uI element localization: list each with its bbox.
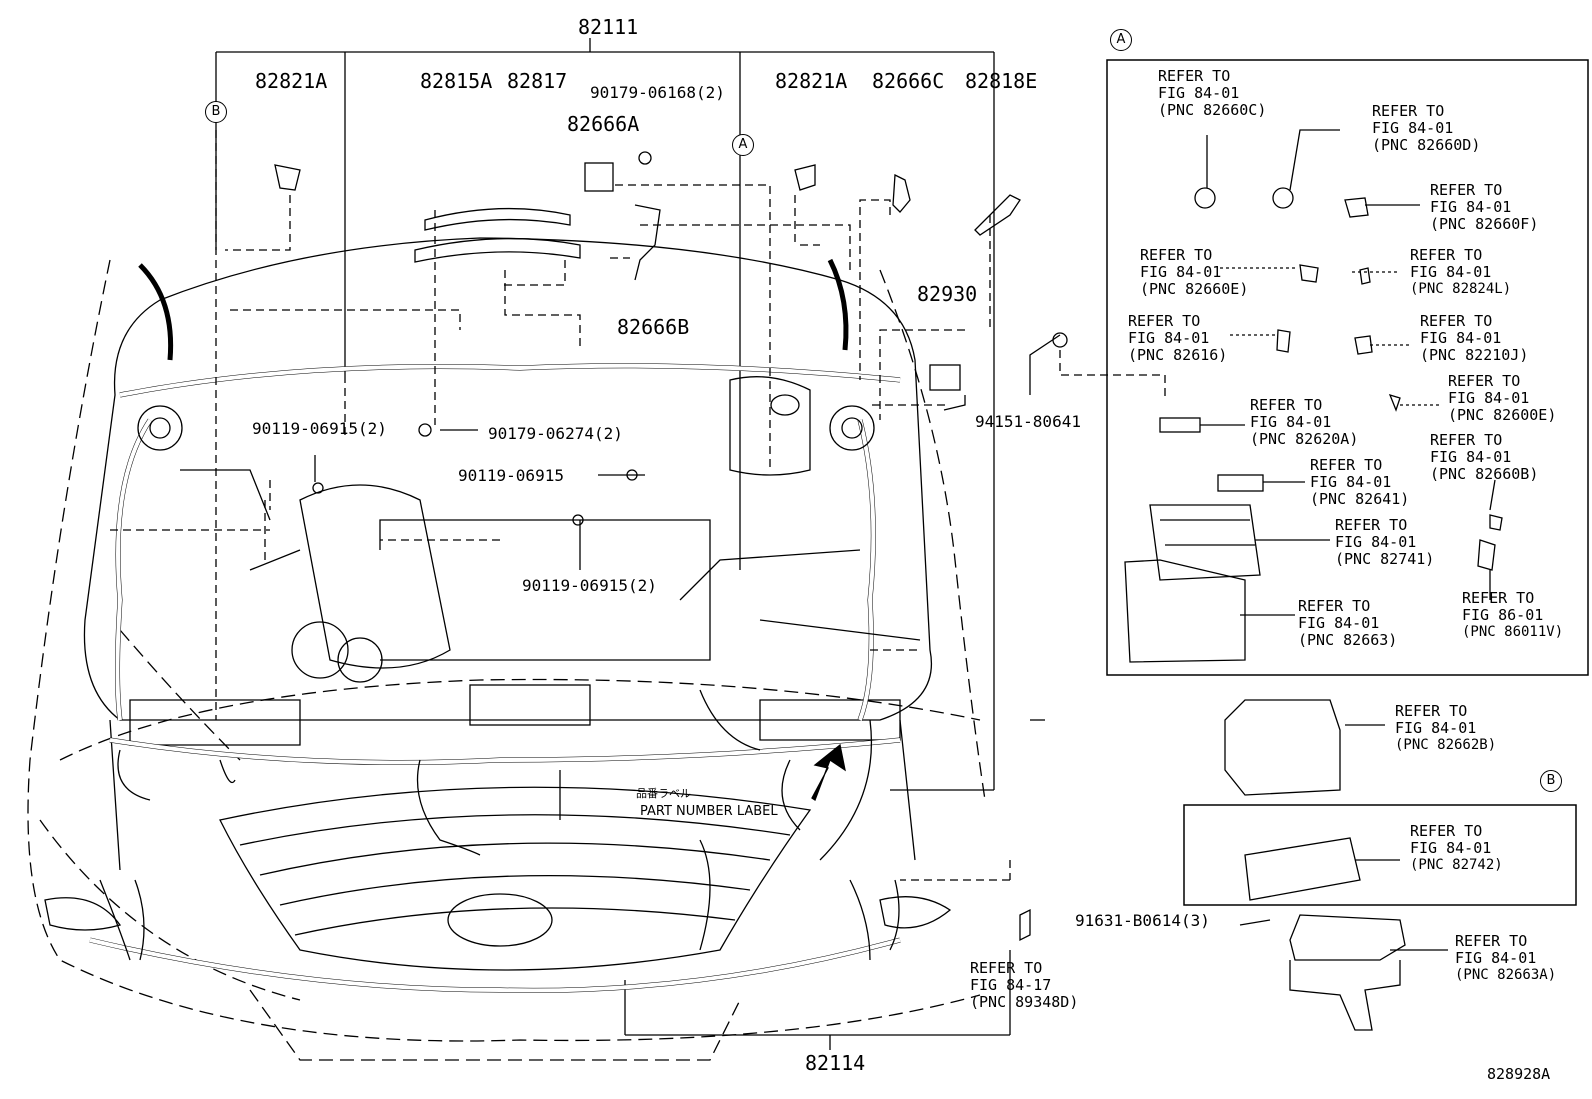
callout-90119-06915-2b: 90119-06915(2): [522, 576, 657, 595]
callout-82666C: 82666C: [872, 69, 945, 93]
callout-82666A: 82666A: [567, 112, 640, 136]
figure-code: 828928A: [1487, 1065, 1551, 1083]
callout-90179-06274: 90179-06274(2): [488, 424, 623, 443]
part-number-label-en: PART NUMBER LABEL: [640, 804, 778, 819]
callout-90119-06915: 90119-06915: [458, 466, 564, 485]
part-number-label-jp: 品番ラベル: [636, 787, 691, 800]
circle-marker-b: B: [205, 101, 227, 123]
callout-82818E: 82818E: [965, 69, 1038, 93]
callout-82817: 82817: [507, 69, 568, 93]
callout-82815A: 82815A: [420, 69, 493, 93]
front-ref: REFER TO FIG 84-17 (PNC 89348D): [970, 959, 1079, 1011]
callout-82666B: 82666B: [617, 315, 690, 339]
callout-90179-06168: 90179-06168(2): [590, 83, 725, 102]
callout-82821A-left: 82821A: [255, 69, 328, 93]
callout-94151-80641: 94151-80641: [975, 412, 1081, 431]
callout-82821A-right: 82821A: [775, 69, 848, 93]
panel-a-marker: A: [1110, 29, 1132, 51]
callout-82114: 82114: [805, 1051, 866, 1075]
callout-82111: 82111: [578, 15, 639, 39]
circle-marker-a: A: [732, 134, 754, 156]
panel-b-marker: B: [1540, 770, 1562, 792]
callout-90119-06915-2a: 90119-06915(2): [252, 419, 387, 438]
callout-91631-B0614: 91631-B0614(3): [1075, 911, 1210, 930]
callout-82930: 82930: [917, 282, 978, 306]
